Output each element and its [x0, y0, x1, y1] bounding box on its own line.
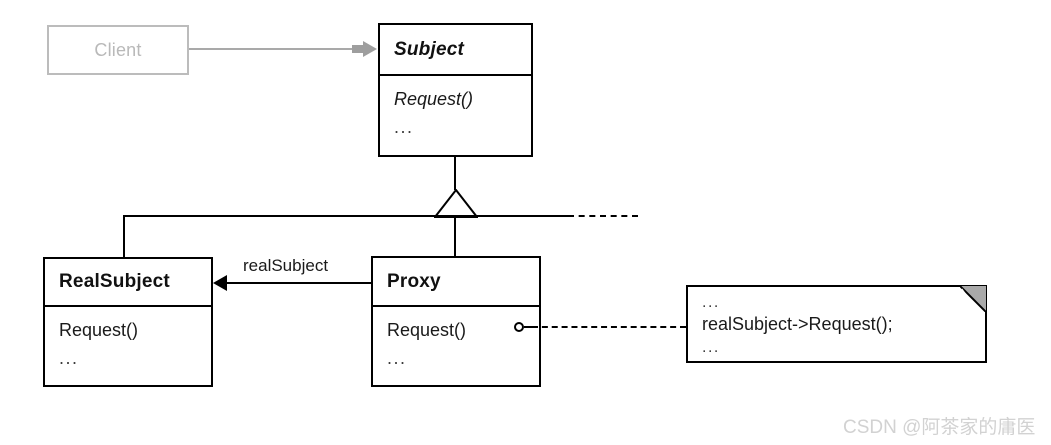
note-line-1: ...	[702, 294, 720, 311]
generalization-horizontal-bar	[123, 215, 570, 217]
operation-proxy-request: Request()	[387, 320, 467, 340]
class-divider-real-subject	[45, 305, 211, 307]
class-name-subject: Subject	[394, 38, 465, 60]
class-divider-subject	[380, 74, 531, 76]
note-box-proxy-request[interactable]: ... realSubject->Request(); ...	[686, 285, 987, 363]
class-operations-real-subject: Request() ...	[45, 307, 211, 373]
edge-client-to-subject-arrowhead	[363, 41, 377, 57]
class-operations-subject: Request() ...	[380, 76, 531, 142]
class-divider-proxy	[373, 305, 539, 307]
class-box-proxy[interactable]: Proxy Request() ...	[371, 256, 541, 387]
class-name-real-subject: RealSubject	[59, 271, 170, 292]
class-box-real-subject[interactable]: RealSubject Request() ...	[43, 257, 213, 387]
generalization-drop-proxy	[454, 215, 456, 257]
note-folded-corner-icon	[960, 286, 986, 312]
edge-client-to-subject-arrow-tail	[352, 45, 364, 53]
operation-real-subject-ellipsis: ...	[59, 347, 79, 368]
generalization-stem-upper	[454, 157, 456, 190]
note-line-3: ...	[702, 338, 720, 356]
edge-client-to-subject-line	[189, 48, 356, 50]
note-line-2: realSubject->Request();	[702, 314, 893, 335]
class-name-client: Client	[94, 39, 142, 60]
edge-label-real-subject: realSubject	[243, 256, 329, 275]
class-operations-proxy: Request() ...	[373, 307, 539, 373]
proxy-request-socket-icon	[514, 322, 524, 332]
note-body: ... realSubject->Request(); ...	[702, 293, 977, 357]
generalization-hollow-triangle	[434, 189, 478, 218]
edge-proxy-to-real-subject-line	[226, 282, 371, 284]
operation-proxy-ellipsis: ...	[387, 347, 407, 368]
operation-subject-ellipsis: ...	[394, 116, 414, 137]
edge-proxy-to-note-dashed	[532, 326, 686, 328]
class-box-subject[interactable]: Subject Request() ...	[378, 23, 533, 157]
class-box-client[interactable]: Client	[47, 25, 189, 75]
generalization-drop-real-subject	[123, 215, 125, 258]
operation-subject-request: Request()	[394, 89, 474, 109]
edge-proxy-to-real-subject-arrowhead	[213, 275, 227, 291]
generalization-dashed-continuation	[568, 215, 638, 217]
operation-real-subject-request: Request()	[59, 320, 139, 340]
socket-stub-line	[524, 326, 532, 328]
class-name-proxy: Proxy	[387, 270, 441, 292]
watermark-text: CSDN @阿茶家的庸医	[843, 417, 1036, 438]
